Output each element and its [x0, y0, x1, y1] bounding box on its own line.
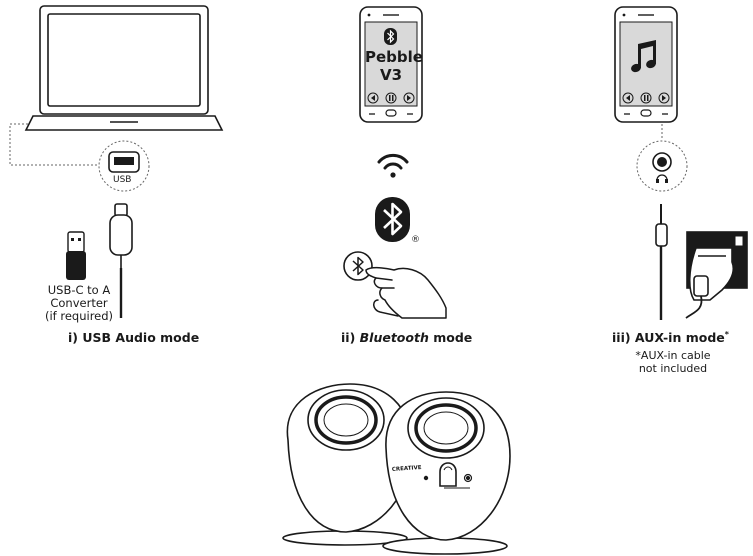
usb-mode-name: USB Audio mode [82, 330, 200, 345]
usb-mode-prefix: i) [68, 330, 83, 345]
hand-press-icon [365, 266, 447, 319]
bluetooth-mode-italic: Bluetooth [359, 330, 429, 345]
music-note-icon [631, 40, 656, 73]
usb-c-cable-icon [109, 203, 133, 318]
phone-screen-title: Pebble V3 [365, 48, 423, 84]
usb-dotted-connector [9, 123, 100, 166]
usb-converter-icon [66, 231, 86, 280]
aux-mode-asterisk: * [724, 330, 729, 339]
usb-mode-label: i) USB Audio mode [68, 330, 199, 345]
phone-title-line-2: V3 [379, 66, 403, 84]
aux-cable-icon [655, 204, 668, 320]
bluetooth-button-icon [343, 251, 373, 281]
speakers-illustration [282, 383, 511, 555]
aux-mode-label: iii) AUX-in mode* [612, 330, 729, 345]
bluetooth-logo-icon [375, 197, 410, 242]
converter-label-line-1: USB-C to A [47, 283, 111, 297]
usb-port-icon [98, 140, 150, 192]
wall-adapter-icon [685, 231, 748, 319]
phone-aux-illustration [614, 6, 678, 123]
speaker-brand-label: CREATIVE [392, 465, 422, 473]
converter-label-line-3: (if required) [44, 309, 114, 323]
aux-footnote: *AUX-in cable not included [628, 349, 718, 375]
registered-mark: ® [411, 235, 420, 245]
bluetooth-mode-label: ii) Bluetooth mode [341, 330, 472, 345]
aux-mode-name: iii) AUX-in mode [612, 330, 725, 346]
phone-bluetooth-illustration [359, 6, 423, 123]
aux-footnote-line-1: *AUX-in cable [635, 349, 711, 362]
aux-footnote-line-2: not included [638, 362, 708, 375]
laptop-illustration [24, 5, 224, 131]
bluetooth-mode-prefix: ii) [341, 330, 360, 345]
converter-label: USB-C to A Converter (if required) [44, 284, 114, 323]
bluetooth-mode-suffix: mode [428, 330, 473, 345]
phone-title-line-1: Pebble [365, 48, 423, 66]
aux-port-icon [636, 140, 688, 192]
usb-port-label: USB [113, 175, 132, 185]
wireless-signal-icon [377, 153, 409, 178]
converter-label-line-2: Converter [50, 296, 108, 310]
